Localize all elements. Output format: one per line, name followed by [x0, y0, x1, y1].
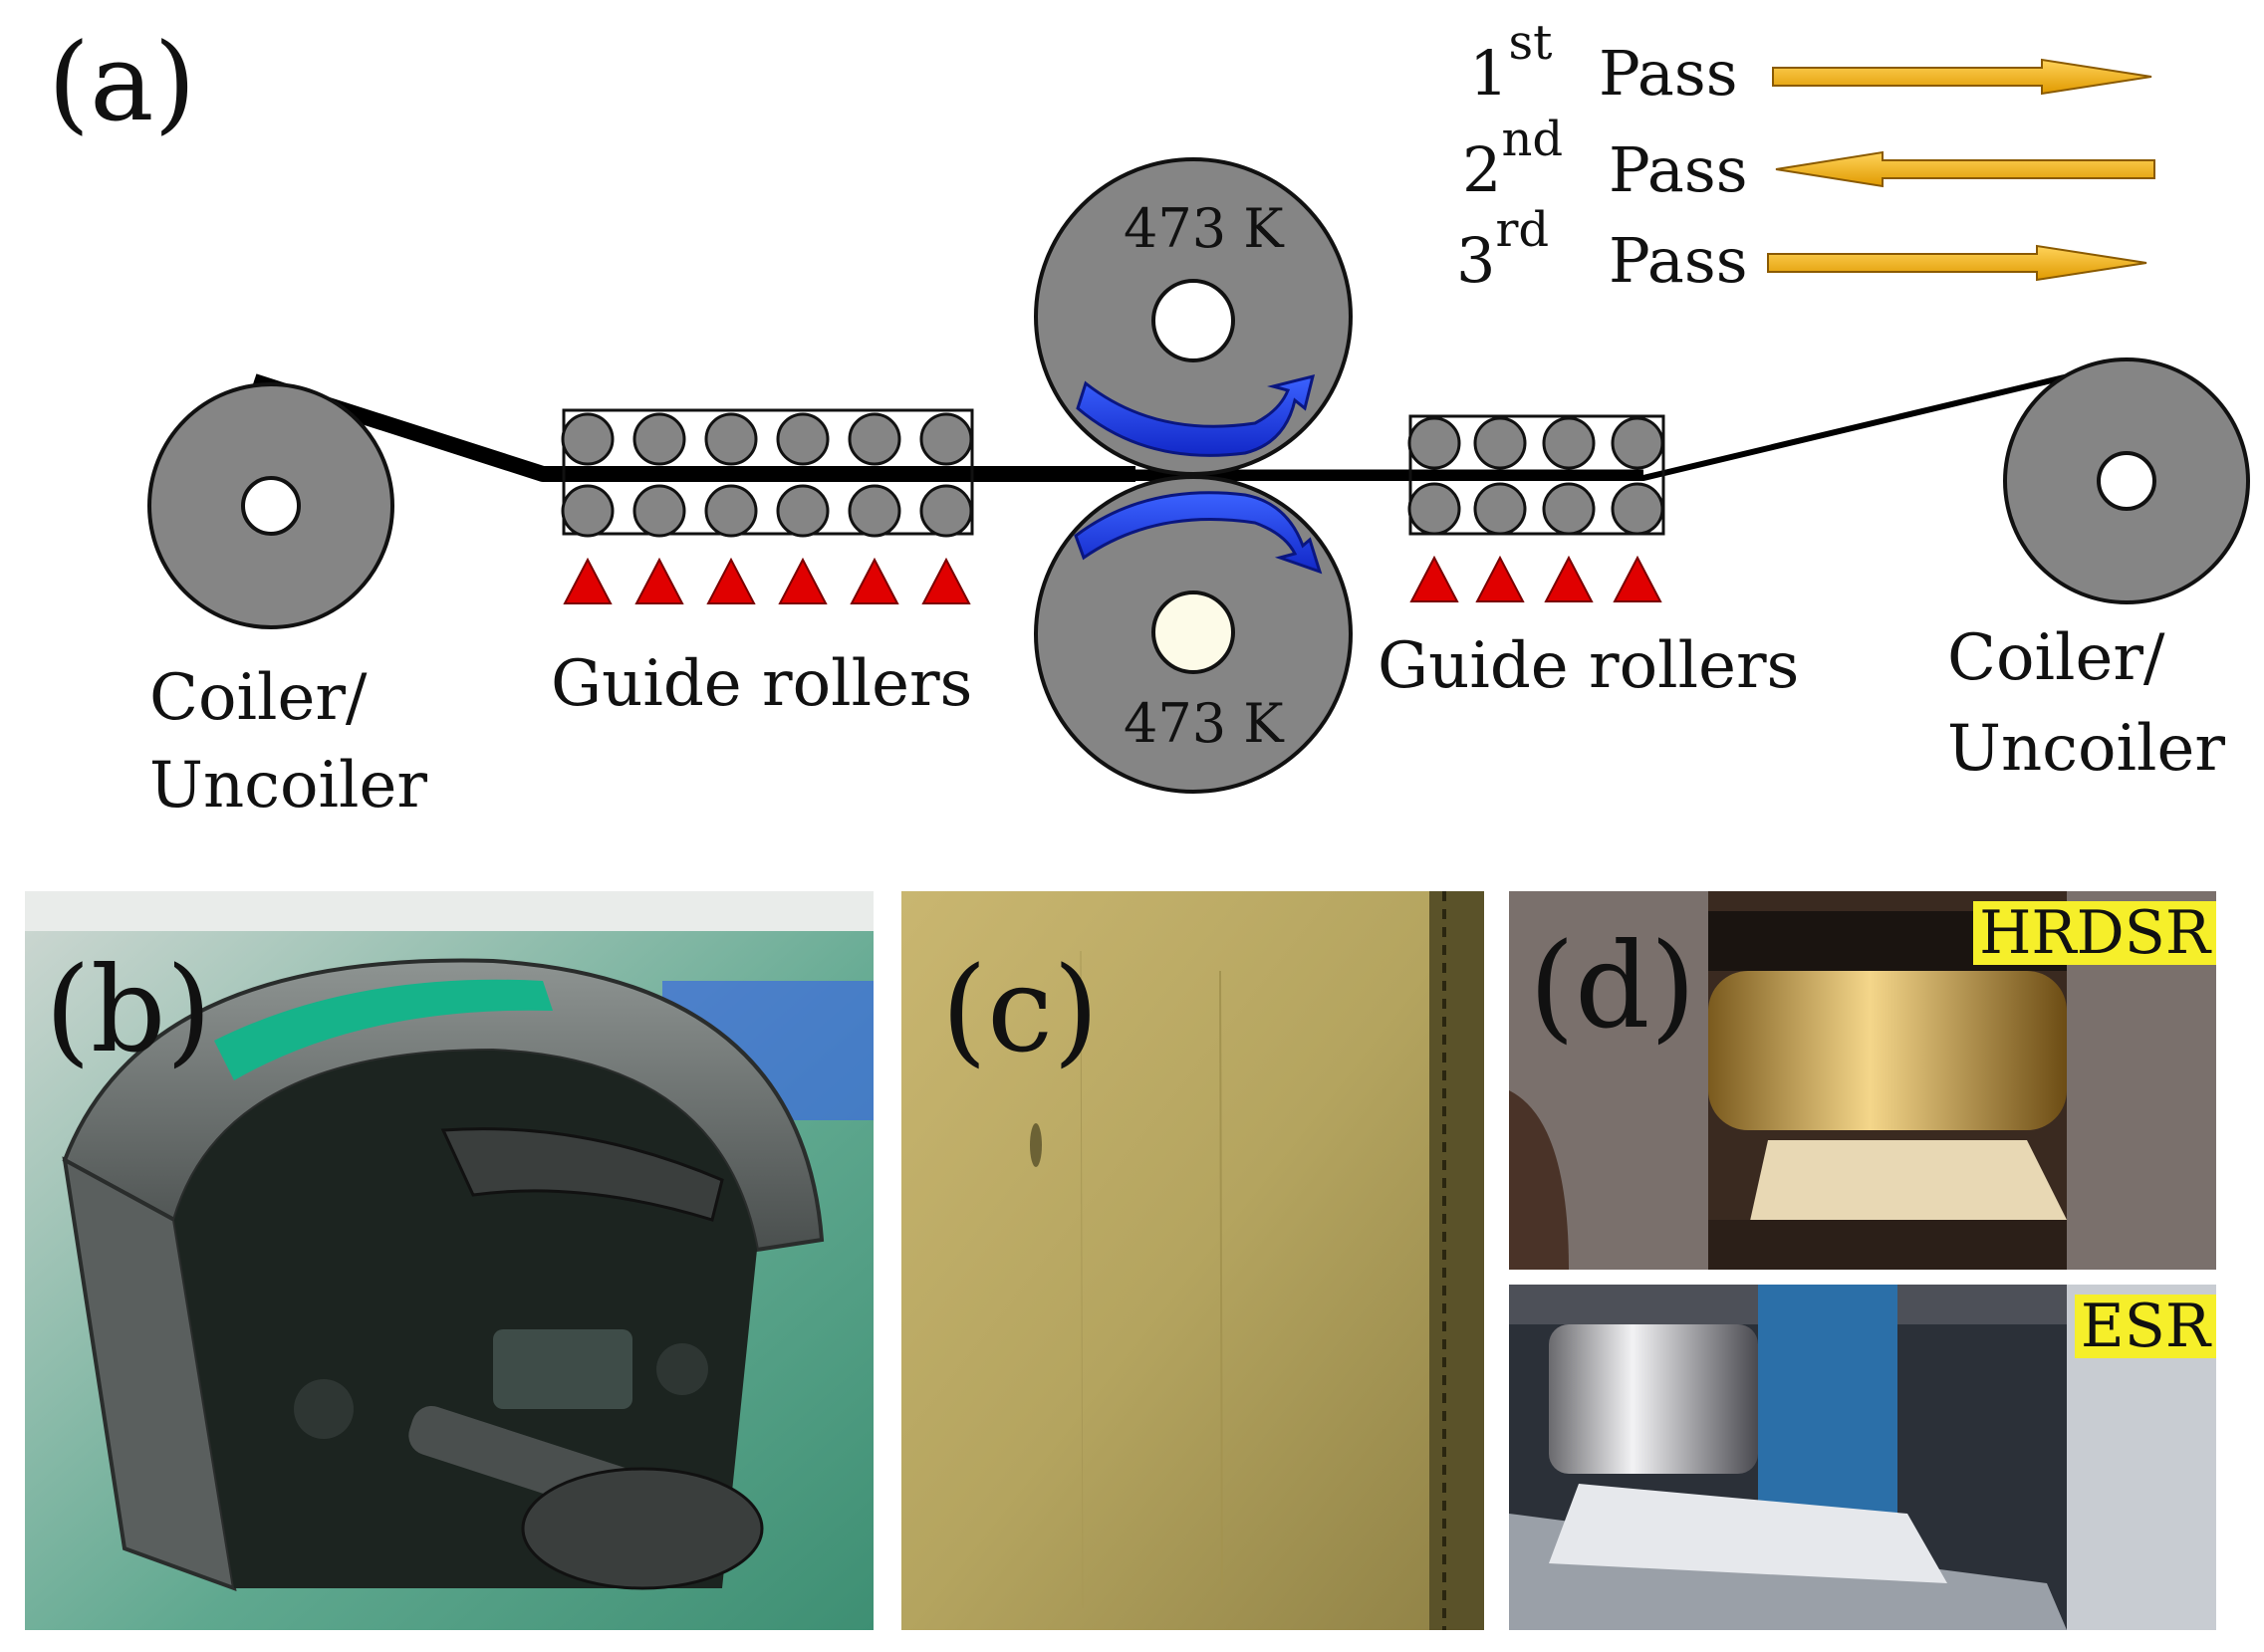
guide-rollers-right-top	[1407, 416, 1664, 470]
panel-d-label: (d)	[1529, 917, 1696, 1055]
guide-rollers-left-label: Guide rollers	[551, 647, 972, 721]
pass-3-ordinal: 3	[1456, 224, 1495, 297]
panel-a-label: (a)	[48, 21, 196, 145]
strip-photo-drawing	[901, 891, 1484, 1630]
pass-2-suffix: nd	[1501, 112, 1563, 167]
left-coiler-label-2: Uncoiler	[149, 749, 427, 823]
guide-supports-left	[563, 557, 971, 604]
left-coiler-label-1: Coiler/	[149, 661, 368, 735]
top-work-roll	[1034, 157, 1353, 476]
panel-b-photo: (b)	[25, 891, 874, 1630]
left-coiler-hub	[241, 476, 301, 536]
pass-2-arrow	[1775, 150, 2155, 188]
pass-3-suffix: rd	[1495, 202, 1549, 258]
guide-rollers-left-top	[561, 412, 973, 466]
panel-a-schematic: (a) 1st Pass 2nd Pass 3rd Pa	[48, 15, 2250, 823]
pass-3-word: Pass	[1609, 224, 1748, 297]
panel-d-top-photo: (d) HRDSR	[1509, 891, 2216, 1270]
pass-2-word: Pass	[1609, 133, 1748, 206]
bottom-rotation-arrow	[1074, 491, 1323, 575]
pass-1-arrow	[1772, 58, 2152, 96]
panel-d-bottom-photo: ESR	[1509, 1285, 2216, 1630]
guide-rollers-right	[1407, 414, 1665, 602]
svg-text:1st: 1st	[1469, 15, 1552, 110]
pass-2-ordinal: 2	[1462, 133, 1501, 206]
sheet-strip-thick	[251, 373, 1135, 482]
right-coiler-hub	[2097, 451, 2156, 511]
right-coiler-label-1: Coiler/	[1947, 621, 2165, 695]
pass-1-suffix: st	[1508, 15, 1552, 71]
top-rotation-arrow	[1076, 373, 1316, 457]
guide-rollers-left-bottom	[561, 484, 973, 538]
right-coiler	[2003, 357, 2250, 604]
guide-rollers-right-label: Guide rollers	[1378, 629, 1799, 703]
bottom-work-roll	[1034, 475, 1353, 794]
pass-3: 3rd Pass	[1456, 202, 2147, 297]
guide-supports-right	[1409, 555, 1662, 602]
top-roll-temp: 473 K	[1124, 197, 1285, 260]
left-coiler	[147, 382, 394, 629]
pass-1: 1st Pass	[1469, 15, 2152, 110]
svg-text:2nd: 2nd	[1462, 112, 1563, 206]
pass-1-word: Pass	[1599, 37, 1738, 110]
panel-c-label: (c)	[941, 941, 1100, 1078]
coil-photo-drawing	[25, 891, 874, 1630]
pass-1-ordinal: 1	[1469, 37, 1508, 110]
pass-legend: 1st Pass 2nd Pass 3rd Pass	[1456, 15, 2155, 297]
bottom-work-roll-hub	[1151, 590, 1235, 674]
pass-2: 2nd Pass	[1462, 112, 2155, 206]
panel-c-photo: (c)	[901, 891, 1484, 1630]
hrdsr-tag: HRDSR	[1973, 901, 2216, 965]
right-coiler-label-2: Uncoiler	[1947, 712, 2225, 786]
panel-b-label: (b)	[45, 941, 212, 1078]
guide-rollers-right-bottom	[1407, 482, 1664, 536]
bottom-roll-temp: 473 K	[1124, 692, 1285, 755]
pass-3-arrow	[1767, 244, 2147, 282]
guide-rollers-left	[561, 408, 974, 604]
svg-text:3rd: 3rd	[1456, 202, 1549, 297]
top-work-roll-hub	[1151, 279, 1235, 362]
esr-tag: ESR	[2074, 1295, 2216, 1358]
